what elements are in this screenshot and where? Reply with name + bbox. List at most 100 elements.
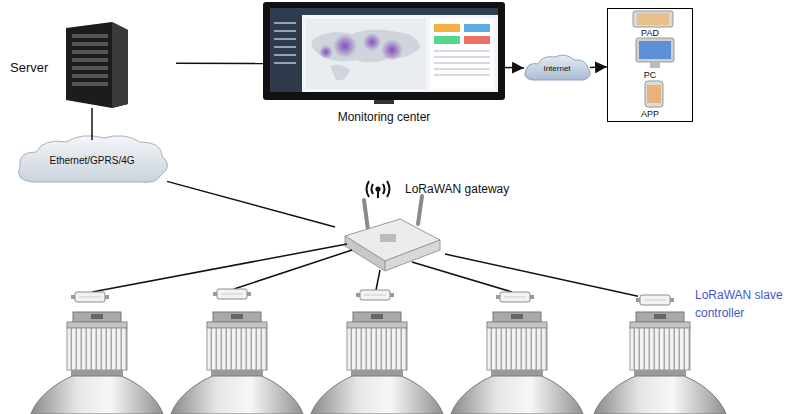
device-icons-part — [647, 85, 661, 103]
server-icon — [66, 22, 128, 108]
device-icons-part — [639, 41, 671, 59]
monitor-screen-part — [381, 39, 403, 61]
node-label: Server — [10, 60, 48, 76]
server-icon-part — [72, 74, 108, 78]
gateway-icon — [345, 196, 440, 271]
internet-cloud — [525, 55, 590, 80]
slave-controller-node: LoRaWAN slave controller — [638, 290, 672, 310]
connector-arrow — [505, 67, 524, 69]
monitor-screen-part — [464, 36, 490, 44]
node-label: PC — [644, 70, 657, 81]
monitor-screen-part — [333, 34, 357, 58]
monitor-screen-part — [434, 68, 490, 70]
node-label: LoRaWAN gateway — [405, 182, 509, 196]
network-cloud-part — [19, 136, 168, 183]
monitor-screen-part — [434, 36, 460, 44]
monitoring-center-node: Monitoring center — [263, 0, 505, 128]
antenna-symbol-part — [375, 186, 380, 191]
monitor-screen-part — [430, 19, 494, 89]
monitor-screen-part — [363, 33, 381, 51]
antenna-symbol-part — [377, 191, 379, 198]
monitor-screen-part — [274, 30, 296, 32]
gateway-icon-part — [345, 236, 385, 271]
illustration-part — [171, 312, 303, 414]
connector-line — [167, 181, 335, 227]
gateway-wire-part — [234, 250, 352, 289]
gateway-icon-part — [364, 200, 368, 230]
monitor-screen-part — [274, 22, 296, 24]
monitor-screen-part — [434, 62, 490, 64]
internet-cloud-node: Internet — [524, 56, 590, 82]
gateway-wire — [92, 244, 512, 292]
server-icon-part — [112, 22, 128, 108]
monitor-screen-part — [306, 19, 426, 89]
monitor-screen-part — [330, 65, 350, 81]
server-icon-part — [72, 66, 108, 70]
server-icon-part — [72, 34, 108, 38]
connector-line — [91, 108, 93, 140]
gateway-node: LoRaWAN gateway — [335, 208, 445, 276]
monitor-screen-part — [274, 62, 296, 64]
connector-line — [176, 63, 263, 65]
monitor-screen — [263, 2, 505, 104]
node-label: Ethernet/GPRS/4G — [49, 155, 134, 167]
gateway-wire-part — [376, 270, 380, 290]
antenna-symbol-part — [387, 181, 390, 197]
gateway-icon-part — [380, 234, 396, 242]
monitor-screen-part — [374, 100, 394, 104]
gateway-icon-part — [418, 196, 422, 224]
node-label: PAD — [641, 28, 659, 39]
gateway-icon-part — [385, 240, 440, 271]
antenna-symbol-part — [367, 181, 370, 197]
monitor-screen-part — [274, 54, 296, 56]
node-label: Internet — [543, 64, 570, 74]
monitor-screen-part — [319, 45, 333, 59]
client-devices-box: PAD PC APP — [607, 8, 693, 122]
illustration-part — [451, 312, 583, 414]
monitor-screen-part — [434, 50, 490, 52]
gateway-wire-part — [92, 244, 347, 292]
monitor-screen-part — [274, 38, 296, 40]
monitor-screen-part — [434, 24, 460, 32]
illustration-part — [213, 289, 251, 299]
device-icons-part — [633, 11, 673, 27]
server-icon-part — [72, 82, 108, 86]
server-icon-part — [72, 50, 108, 54]
monitor-screen-part — [464, 24, 490, 32]
monitor-screen-part — [270, 8, 498, 15]
network-cloud-node: Ethernet/GPRS/4G — [17, 140, 167, 182]
antenna-symbol-part — [372, 184, 374, 194]
server-icon-part — [72, 42, 108, 46]
monitor-screen-part — [270, 15, 302, 92]
server-node: Server — [8, 18, 176, 108]
connector-line — [445, 254, 638, 296]
node-label: LoRaWAN slave controller — [695, 286, 787, 322]
monitor-screen-part — [312, 29, 420, 62]
internet-cloud-part — [525, 55, 590, 80]
node-label: APP — [641, 109, 659, 120]
illustration-part — [31, 312, 163, 414]
antenna-symbol — [367, 181, 390, 198]
device-icons-part — [645, 81, 663, 107]
device-icons-part — [650, 62, 660, 68]
illustration-part — [496, 292, 534, 302]
monitor-screen-part — [434, 56, 490, 58]
illustration-part — [594, 312, 726, 414]
device-icons-part — [637, 13, 669, 25]
illustration-part — [636, 295, 674, 305]
antenna-symbol-part — [383, 184, 385, 194]
illustration-part — [311, 312, 443, 414]
monitor-screen-part — [270, 8, 498, 92]
gateway-wire-part — [412, 262, 512, 292]
node-label: Monitoring center — [338, 110, 431, 124]
monitor-screen-part — [434, 74, 490, 76]
server-icon-part — [72, 58, 108, 62]
monitor-screen-part — [274, 46, 296, 48]
server-icon-part — [66, 22, 128, 108]
illustration-part — [71, 292, 109, 302]
device-icons-part — [636, 38, 674, 62]
network-cloud — [19, 136, 168, 183]
